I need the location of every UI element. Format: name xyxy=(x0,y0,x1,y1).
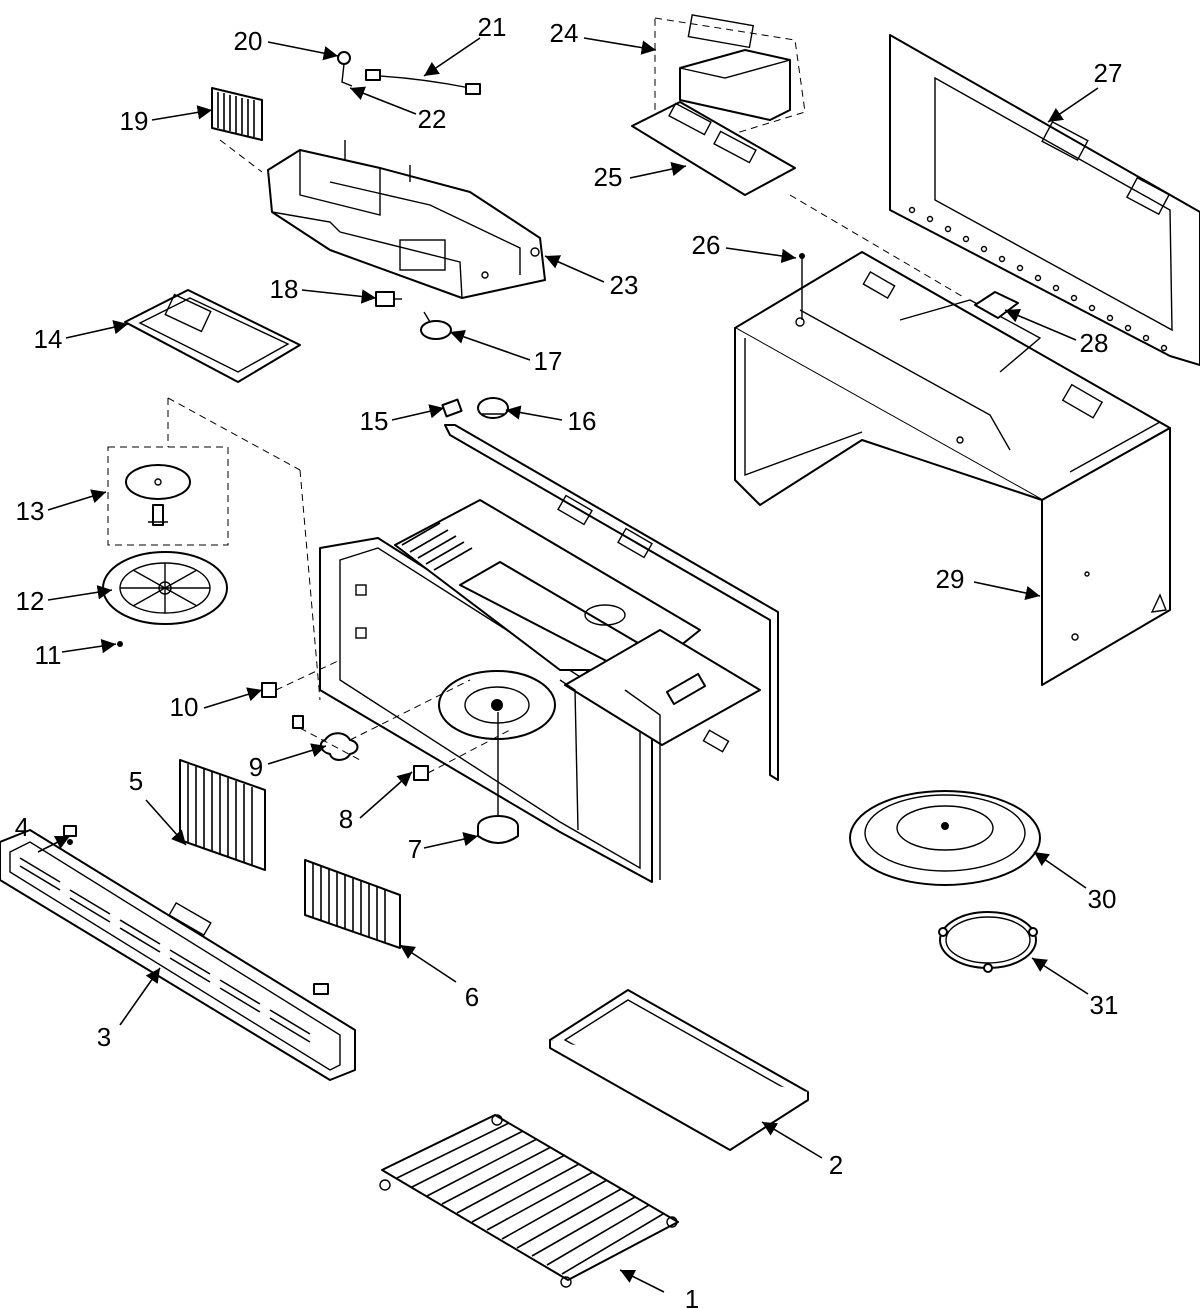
callout-6: 6 xyxy=(465,982,479,1012)
callout-9: 9 xyxy=(249,752,263,782)
callout-2: 2 xyxy=(829,1150,843,1180)
callout-7: 7 xyxy=(408,834,422,864)
part-11-screw xyxy=(117,641,123,647)
part-14-cover-plate xyxy=(124,289,301,383)
part-5-grille xyxy=(179,759,266,871)
parts-layer xyxy=(0,14,1200,1288)
oven-cavity xyxy=(299,424,779,883)
callout-22: 22 xyxy=(418,104,447,134)
callout-25: 25 xyxy=(594,162,623,192)
callout-11: 11 xyxy=(35,640,62,670)
part-19-grille xyxy=(211,87,263,173)
part-31-roller-ring xyxy=(938,911,1038,973)
callout-4: 4 xyxy=(15,812,29,842)
part-29-outer-cabinet xyxy=(734,251,1171,686)
part-20-22-harness xyxy=(337,51,481,95)
part-28-bracket xyxy=(974,291,1019,319)
part-30-turntable xyxy=(849,790,1041,886)
callout-18: 18 xyxy=(270,274,299,304)
part-1-rack xyxy=(379,1114,679,1288)
part-23-duct-assembly xyxy=(267,140,546,299)
part-12-stirrer-fan xyxy=(102,551,228,625)
callout-12: 12 xyxy=(16,586,45,616)
callout-3: 3 xyxy=(97,1022,111,1052)
callout-20: 20 xyxy=(234,26,263,56)
part-4-clip xyxy=(63,825,77,845)
callout-27: 27 xyxy=(1094,58,1123,88)
callout-1: 1 xyxy=(685,1284,699,1309)
callout-29: 29 xyxy=(936,564,965,594)
callout-26: 26 xyxy=(692,230,721,260)
part-24-filter xyxy=(654,14,806,136)
part-8-10-latches xyxy=(261,659,511,781)
callout-24: 24 xyxy=(550,18,579,48)
callout-21: 21 xyxy=(478,12,507,42)
callout-labels: 1 2 3 4 5 6 7 8 9 10 11 12 13 14 15 16 1… xyxy=(15,12,1123,1309)
part-7-turntable-motor xyxy=(477,712,519,844)
part-27-mounting-plate xyxy=(889,34,1200,366)
callout-28: 28 xyxy=(1080,328,1109,358)
callout-14: 14 xyxy=(34,324,63,354)
part-6-grille xyxy=(304,859,401,949)
callout-10: 10 xyxy=(170,692,199,722)
part-13-stirrer-group xyxy=(107,397,301,546)
part-17-capacitor xyxy=(420,311,452,340)
part-3-vent-panel xyxy=(0,829,356,1081)
callout-8: 8 xyxy=(339,804,353,834)
callout-31: 31 xyxy=(1090,990,1119,1020)
callout-13: 13 xyxy=(16,496,45,526)
callout-19: 19 xyxy=(120,106,149,136)
callout-15: 15 xyxy=(360,406,389,436)
part-26-screw xyxy=(799,253,805,320)
part-25-filter-plate xyxy=(631,101,966,299)
callout-30: 30 xyxy=(1088,884,1117,914)
callout-5: 5 xyxy=(129,766,143,796)
callout-23: 23 xyxy=(610,270,639,300)
callout-17: 17 xyxy=(534,346,563,376)
part-18-switch xyxy=(375,291,402,307)
part-2-glass-tray xyxy=(549,989,809,1151)
leaders-layer xyxy=(37,37,1099,1293)
callout-16: 16 xyxy=(568,406,597,436)
part-15-16-small xyxy=(441,397,509,419)
